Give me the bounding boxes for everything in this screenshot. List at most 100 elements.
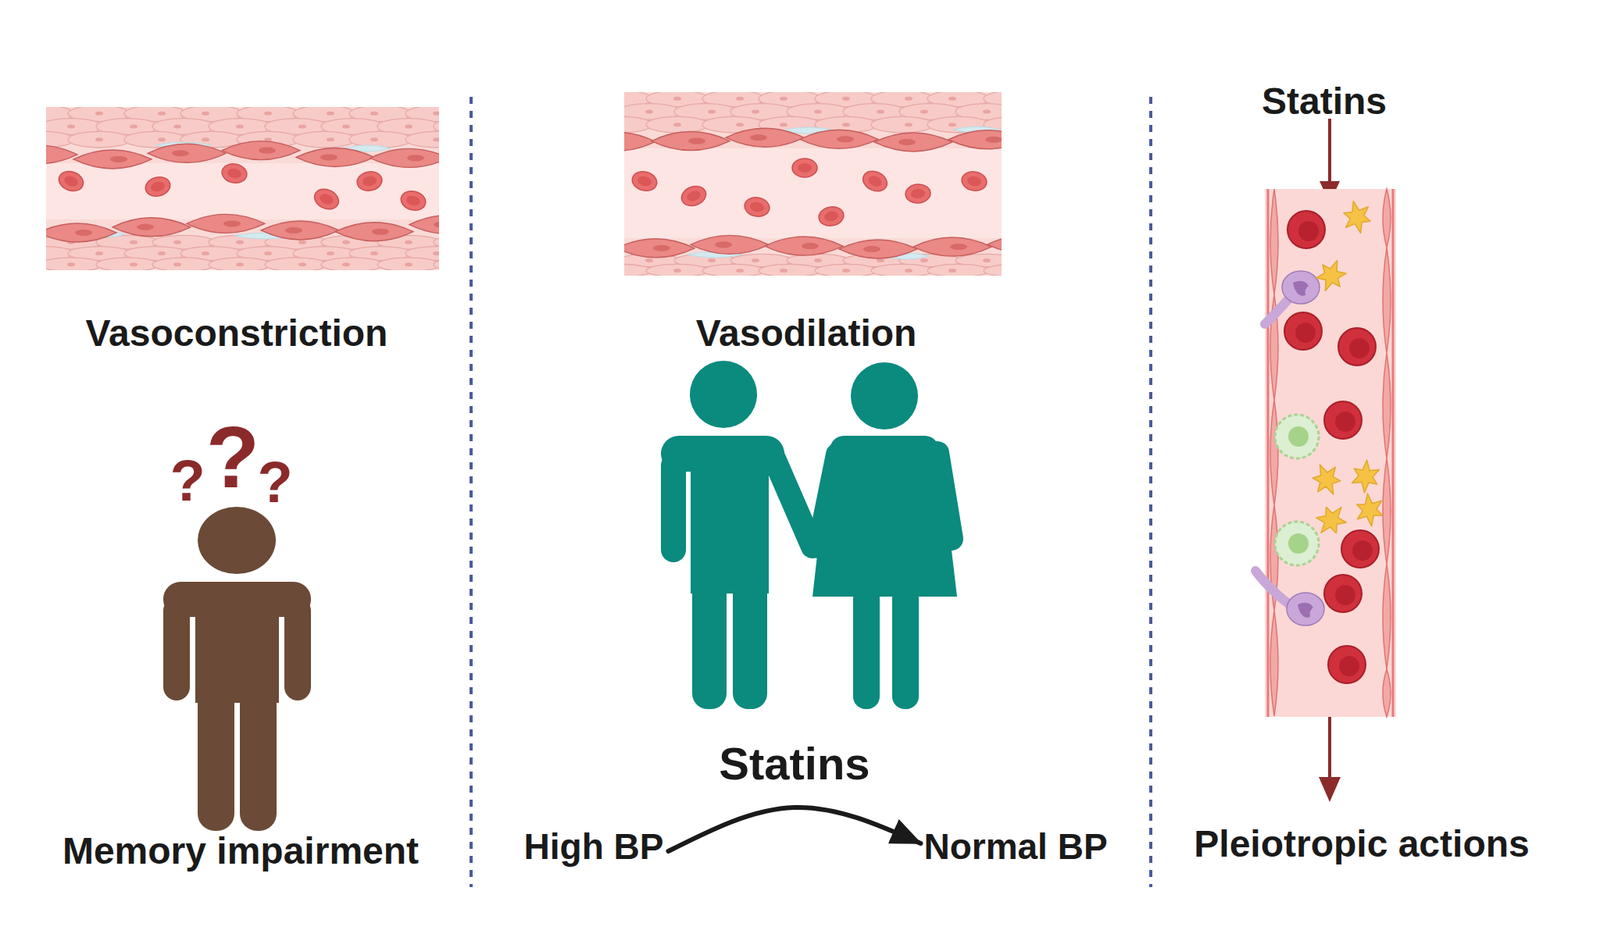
cell-nucleus [982,110,991,115]
arrow-label: Statins [718,739,870,790]
red-blood-cell-body [56,167,86,194]
lymphocyte-nucleus [1288,533,1309,554]
smooth-muscle-cell [983,264,1002,276]
red-blood-cell-body [904,183,932,205]
endothelial-cell [409,215,440,235]
cell-nucleus [779,268,788,273]
smooth-muscle-cell [433,257,440,271]
arrow-shaft [1328,717,1332,780]
red-blood-cell-center [405,194,422,208]
cell-nucleus [407,154,425,161]
cell-nucleus [735,268,744,273]
person-torso [690,449,769,594]
endothelial-cell [725,128,804,147]
cell-nucleus [645,258,654,263]
endothelial-cell [800,129,879,149]
person-head [850,362,918,430]
vessel-illustration [46,107,440,271]
red-blood-cell [1287,210,1325,249]
red-blood-cell [792,158,818,178]
platelet [1312,464,1341,495]
cell-nucleus [863,246,881,253]
cell-nucleus [904,122,913,127]
cell-nucleus [751,258,760,263]
smooth-muscle-cell [321,257,384,271]
cell-nucleus [235,240,244,245]
red-blood-cell [142,174,172,199]
person-arm [937,453,952,540]
red-blood-cell-center [797,163,812,173]
person-leg [892,585,919,710]
red-blood-cell-body [629,168,659,193]
cell-nucleus [876,258,885,263]
cell-nucleus [750,134,768,141]
red-blood-cell-center [1335,411,1356,433]
cell-nucleus [201,111,210,116]
endothelial-cell [296,147,375,167]
panel-caption: Vasoconstriction [85,313,389,355]
panel-divider [1149,96,1153,888]
endothelial-cell [370,148,440,168]
cell-nucleus [370,137,379,142]
platelet [1316,507,1347,533]
endothelial-cell [690,235,769,254]
cell-nucleus [842,96,850,101]
endothelial-cell [1270,400,1279,506]
cell-nucleus [801,242,819,250]
lymphocyte [1275,414,1319,459]
state-text: High BP [524,827,665,868]
cell-nucleus [653,245,671,252]
person-head [689,360,758,429]
cell-nucleus [95,111,104,116]
red-blood-cell [1324,401,1362,440]
red-blood-cell-center [1339,656,1360,677]
cell-nucleus [735,122,744,127]
endothelial-cell [764,236,843,256]
state-text: Normal BP [923,827,1108,868]
cell-nucleus [320,153,338,161]
endothelial-cell [1382,669,1391,718]
cell-nucleus [673,122,682,127]
smooth-muscle-cell [927,264,990,276]
blood-pressure-state: Normal BP [921,827,1109,868]
red-blood-cell-body [398,188,428,213]
endothelial-cell [651,132,730,151]
cell-nucleus [432,137,440,142]
cell-nucleus [404,125,413,129]
red-blood-cell [220,161,249,185]
vessel-wall-line [1392,189,1395,718]
cell-nucleus [110,156,128,163]
confused-person [163,507,311,832]
cell-nucleus [836,135,854,143]
red-blood-cell-center [866,174,883,189]
vessel-wall-line [1267,189,1270,718]
monocyte-nucleus [1292,281,1309,297]
cell-nucleus [342,262,350,267]
cell-nucleus [95,137,104,142]
cell-nucleus [370,111,379,116]
person-leg [197,679,235,832]
red-blood-cell [355,169,384,193]
red-blood-cell-center [910,188,926,200]
red-blood-cell-body [792,158,818,178]
cell-nucleus [814,258,822,263]
endothelial-cell [913,237,992,257]
person-arm [163,597,190,701]
endothelial-cell [1270,610,1279,717]
question-mark: ? [169,449,205,513]
cell-nucleus [432,251,440,256]
question-mark: ? [257,450,293,515]
cell-nucleus [948,268,957,273]
red-blood-cell [678,182,709,209]
red-blood-cell [817,204,846,228]
cell-nucleus [920,110,929,115]
endothelial-cell [624,132,656,151]
red-blood-cell-center [1352,540,1373,561]
red-blood-cell-center [749,201,765,214]
cell-nucleus [95,251,104,256]
red-blood-cell-center [62,174,79,188]
blood-pressure-state: High BP [522,827,666,868]
red-blood-cell [742,195,772,218]
cell-nucleus [235,262,244,267]
